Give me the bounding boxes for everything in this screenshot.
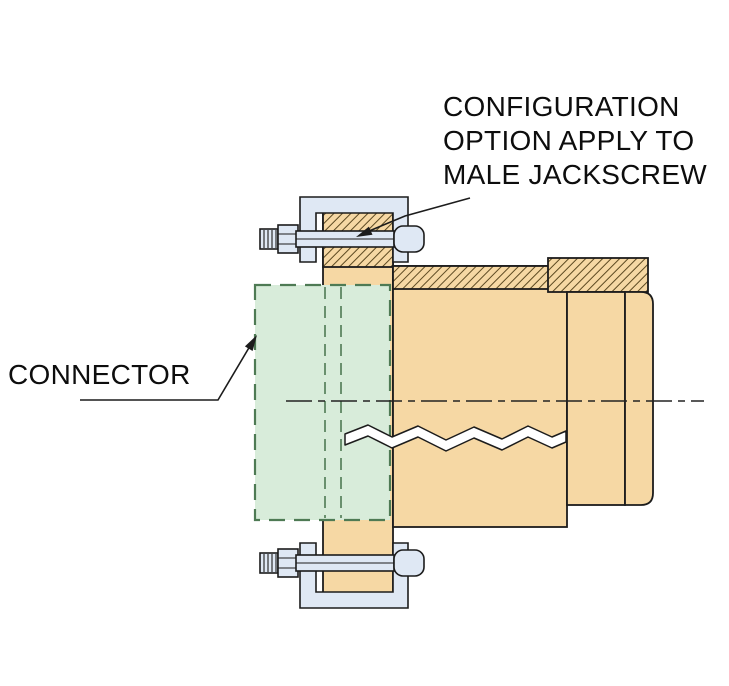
jackscrew-hex-head-top bbox=[277, 224, 299, 254]
connector-outline bbox=[253, 283, 392, 522]
leader-configuration-line bbox=[361, 197, 471, 235]
leader-configuration bbox=[356, 197, 471, 237]
jackscrew-thread-tip-bottom bbox=[259, 552, 279, 574]
jackscrew-bottom bbox=[259, 542, 425, 609]
leader-configuration-arrowhead bbox=[356, 226, 373, 237]
body-collar bbox=[566, 291, 626, 506]
connector-label: CONNECTOR bbox=[8, 359, 191, 390]
jackscrew-bushing-bottom bbox=[393, 549, 425, 577]
coupling-nut-hatch bbox=[547, 257, 649, 293]
jackscrew-bushing-top bbox=[393, 225, 425, 253]
configuration-note-label: CONFIGURATION OPTION APPLY TO MALE JACKS… bbox=[443, 91, 708, 190]
break-lines bbox=[344, 424, 567, 452]
jackscrew-thread-tip-top bbox=[259, 228, 279, 250]
connector-envelope bbox=[253, 283, 392, 522]
body-main bbox=[392, 265, 568, 528]
jackscrew-hex-head-bottom bbox=[277, 548, 299, 578]
body-end-cap bbox=[624, 291, 654, 506]
backshell-body bbox=[392, 257, 654, 528]
body-wall-hatch bbox=[392, 265, 556, 290]
leader-connector-line bbox=[80, 345, 251, 401]
leader-connector bbox=[80, 335, 257, 401]
leader-connector-arrowhead bbox=[244, 335, 257, 351]
